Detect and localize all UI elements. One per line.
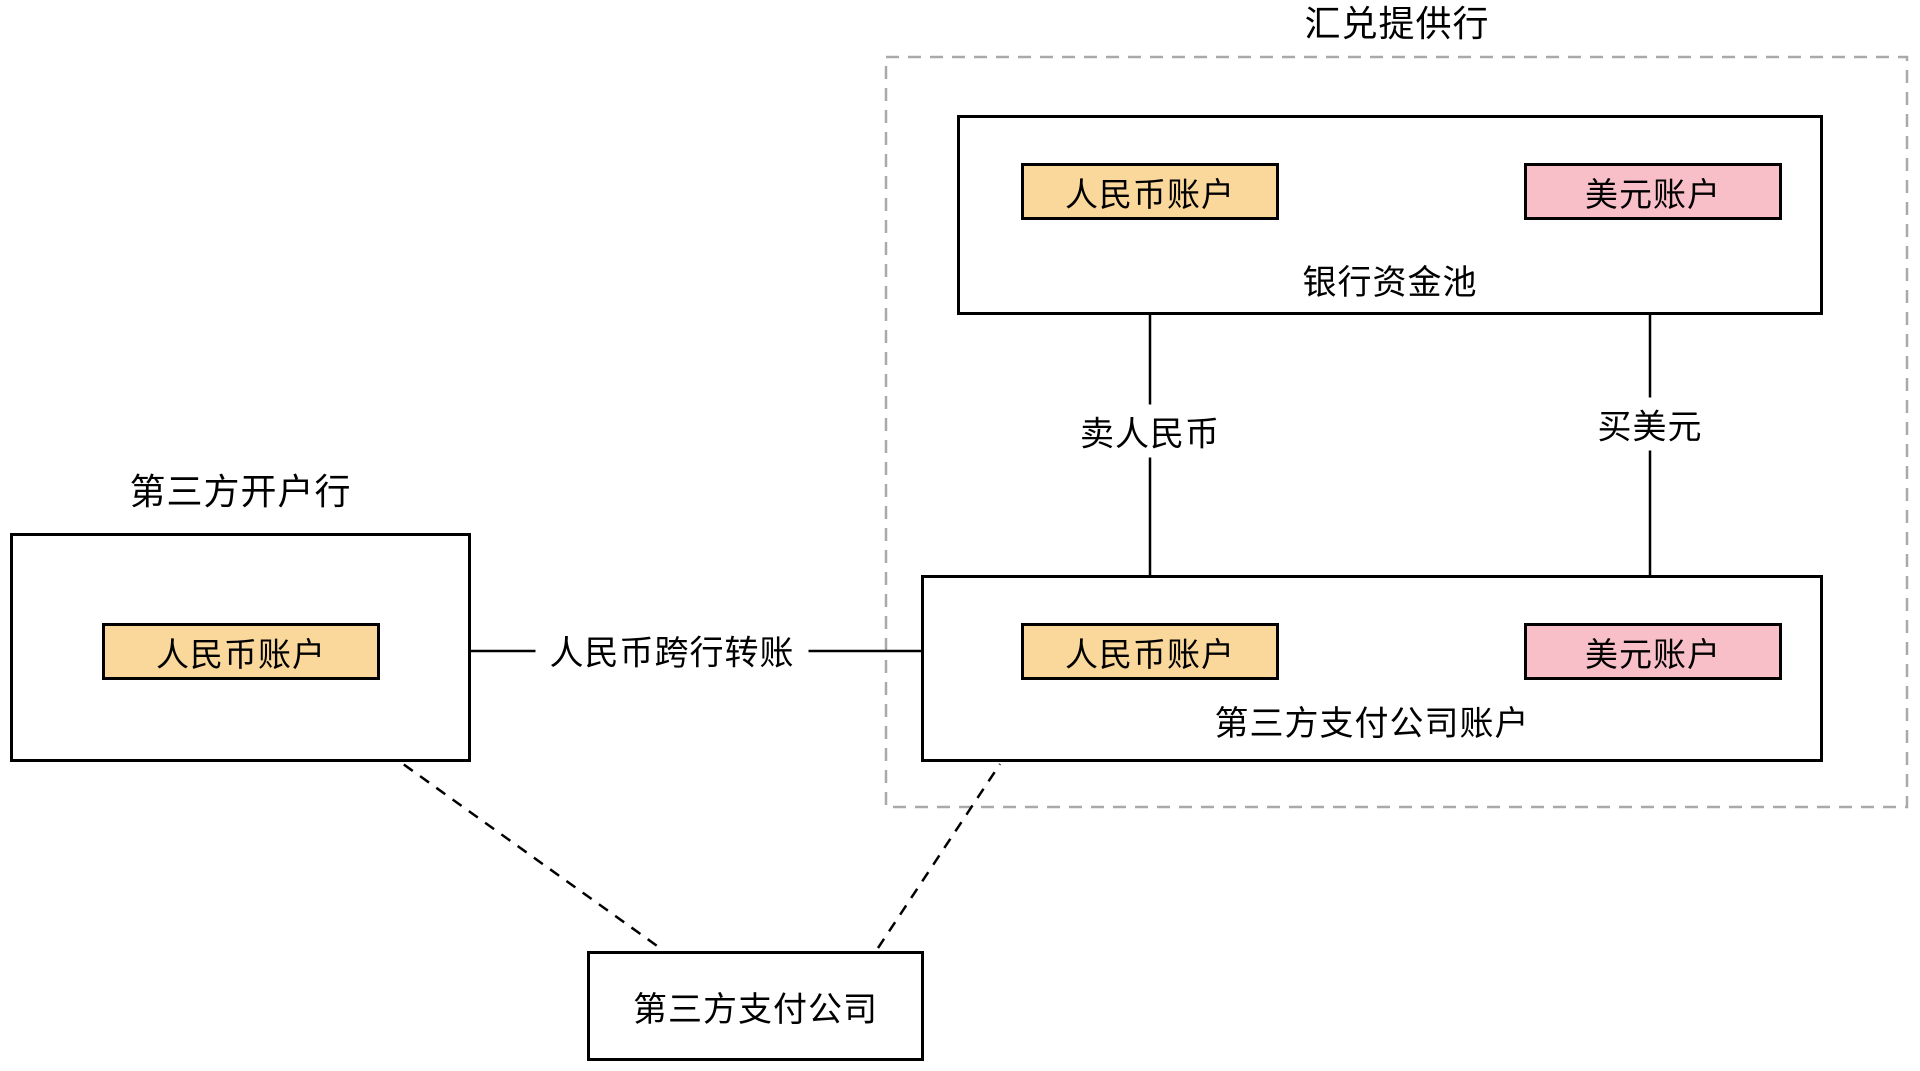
tpp-rmb-account: 人民币账户 [1021,623,1279,680]
third-party-bank-rmb-account: 人民币账户 [102,623,380,680]
bank-pool-label: 银行资金池 [1302,263,1478,303]
third-party-bank-title: 第三方开户行 [129,472,352,513]
tpp-usd-account: 美元账户 [1524,623,1782,680]
exchange-bank-title: 汇兑提供行 [1304,4,1490,45]
company-to-left-account-dashed-line [289,681,661,950]
sell-rmb-label: 卖人民币 [1066,404,1234,458]
bank-pool-rmb-account: 人民币账户 [1021,163,1279,220]
bank-pool-usd-account: 美元账户 [1524,163,1782,220]
company-to-tpp-account-dashed-line [876,763,1002,949]
rmb-interbank-transfer-label: 人民币跨行转账 [535,623,809,677]
buy-usd-label: 买美元 [1583,397,1717,451]
payment-company-box: 第三方支付公司 [587,951,924,1061]
tpp-account-box-label: 第三方支付公司账户 [1214,704,1530,744]
exchange-bank-dashed-container [884,55,1909,809]
